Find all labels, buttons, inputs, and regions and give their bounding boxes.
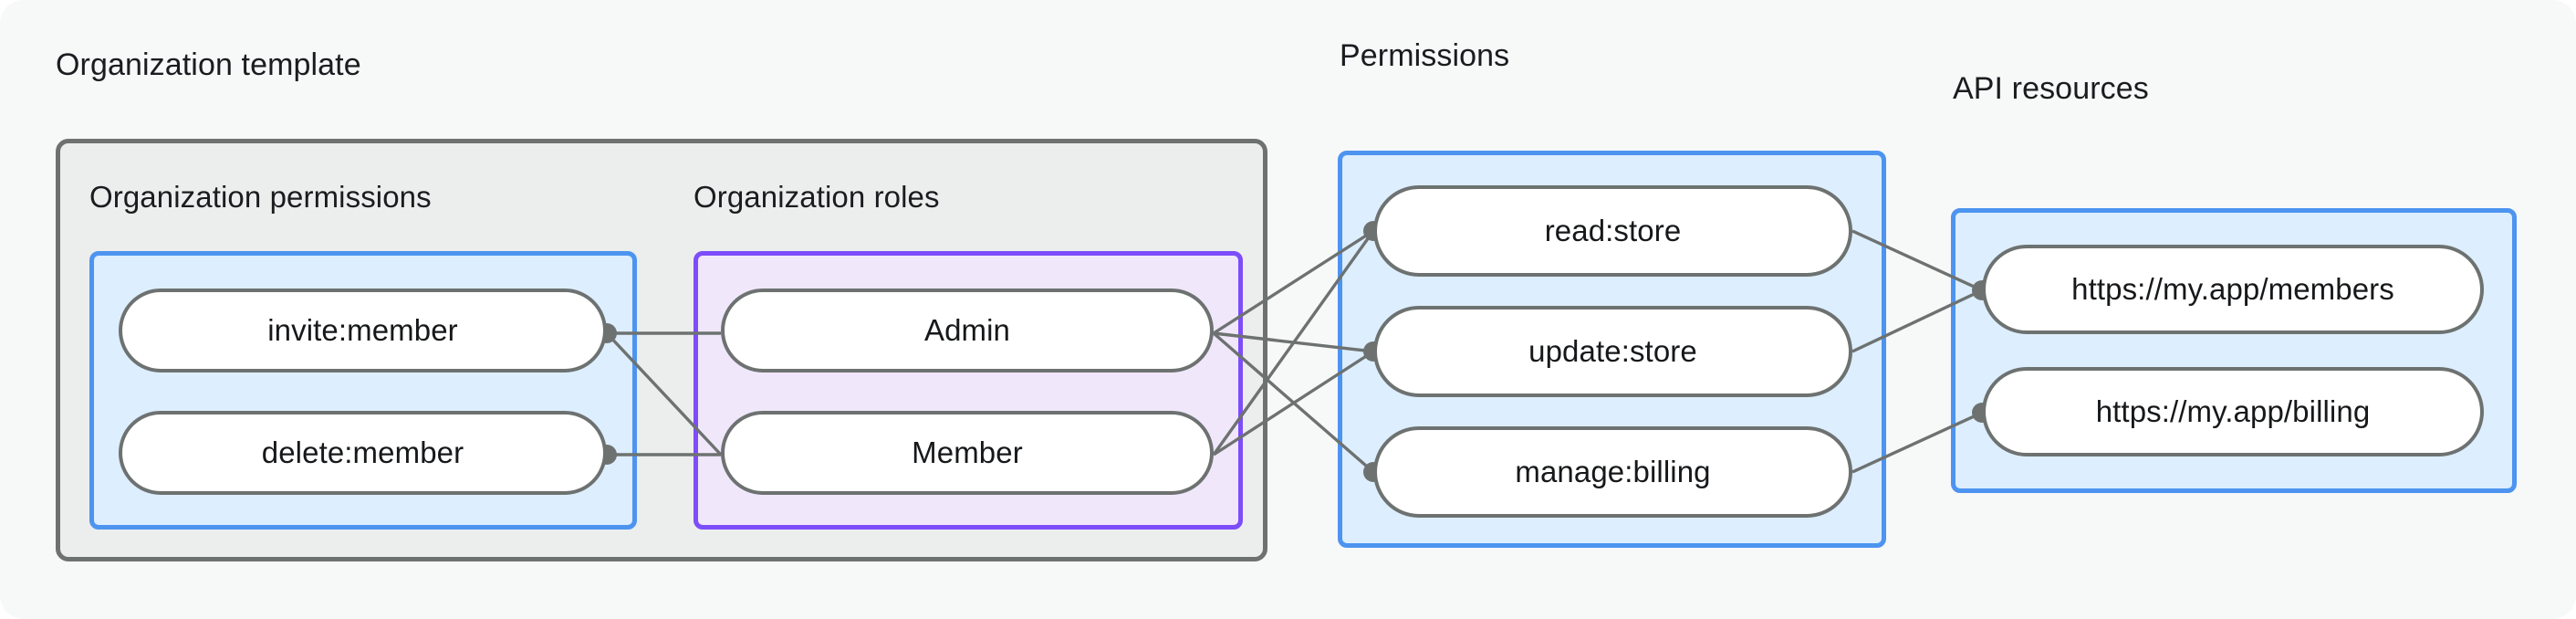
node-delete-member[interactable]: delete:member — [119, 411, 607, 495]
organization-permissions-label: Organization permissions — [89, 180, 432, 214]
node-read-store[interactable]: read:store — [1373, 185, 1852, 277]
node-member[interactable]: Member — [721, 411, 1214, 495]
node-update-store[interactable]: update:store — [1373, 306, 1852, 397]
node-billing-url[interactable]: https://my.app/billing — [1982, 367, 2484, 456]
node-members-url[interactable]: https://my.app/members — [1982, 245, 2484, 334]
node-manage-billing[interactable]: manage:billing — [1373, 426, 1852, 518]
permissions-label: Permissions — [1340, 38, 1510, 73]
node-admin[interactable]: Admin — [721, 289, 1214, 372]
api-resources-label: API resources — [1953, 71, 2149, 106]
organization-roles-label: Organization roles — [694, 180, 940, 214]
organization-template-label: Organization template — [56, 47, 361, 82]
node-invite-member[interactable]: invite:member — [119, 289, 607, 372]
